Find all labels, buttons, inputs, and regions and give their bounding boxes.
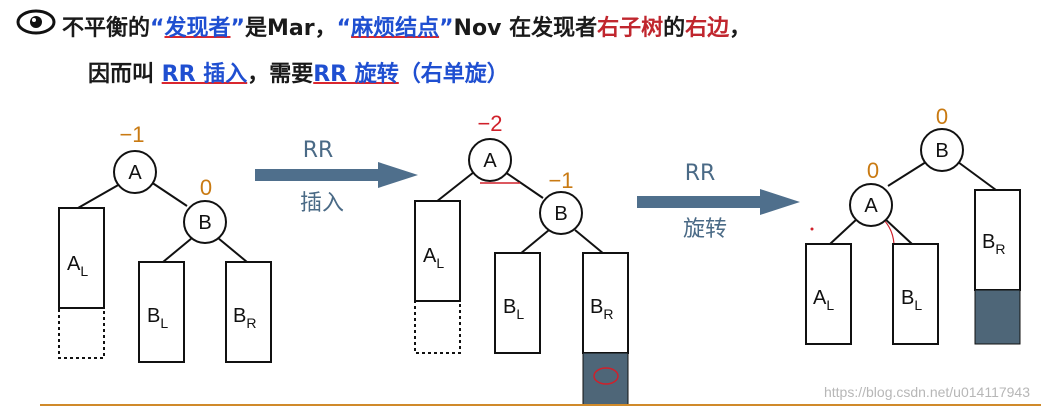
rr-rotate-arrow: RR 旋转 <box>637 161 800 242</box>
node-a <box>113 150 157 194</box>
node-b <box>920 128 964 172</box>
subtree-bl <box>138 261 185 363</box>
stage-1-tree: A −1 B 0 AL BL BR <box>58 122 272 363</box>
arrow1-label-insert: 插入 <box>300 191 344 216</box>
right-side-term: 右边 <box>685 16 730 41</box>
subtree-al <box>58 207 105 309</box>
text-segment: 的 <box>663 16 686 41</box>
text-segment: 在发现者 <box>501 16 598 41</box>
node-a <box>468 138 512 182</box>
subtree-br-label: BR <box>233 305 256 331</box>
trouble-node-term: 麻烦结点 <box>351 16 440 41</box>
quote-mark: ” <box>439 16 454 41</box>
quote-mark: “ <box>150 16 165 41</box>
discoverer-term: 发现者 <box>164 16 231 41</box>
description-line-2: 因而叫 RR 插入，需要RR 旋转（右单旋） <box>88 56 509 88</box>
subtree-br-label: BR <box>590 296 613 322</box>
inserted-node-block <box>974 289 1021 345</box>
text-segment: ， <box>729 16 752 41</box>
text-segment: 是 <box>244 16 267 41</box>
subtree-br <box>974 189 1021 291</box>
description-line-1: 不平衡的“发现者”是Mar，“麻烦结点”Nov 在发现者右子树的右边， <box>62 10 751 42</box>
balance-factor-a: −2 <box>477 111 502 136</box>
header-text: 不平衡的“发现者”是Mar，“麻烦结点”Nov 在发现者右子树的右边， 因而叫 … <box>0 0 1041 100</box>
node-a-label: A <box>128 162 142 184</box>
subtree-br <box>582 252 629 354</box>
balance-factor-a: −1 <box>119 122 144 147</box>
node-b-label: B <box>554 203 567 225</box>
inserted-node-block <box>582 352 629 406</box>
subtree-al-dotted-level <box>414 300 461 354</box>
text-segment: ，需要 <box>247 62 314 87</box>
balance-factor-b: 0 <box>936 104 948 129</box>
text-segment: ， <box>314 16 337 41</box>
node-b <box>539 191 583 235</box>
subtree-bl-label: BL <box>901 287 922 313</box>
text-segment: 因而叫 <box>88 62 162 87</box>
mar-label: Mar <box>266 16 315 41</box>
node-b-label: B <box>935 140 948 162</box>
subtree-al-dotted-level <box>58 307 105 359</box>
node-a-label: A <box>483 150 497 172</box>
text-segment: 不平衡的 <box>62 16 151 41</box>
arrow2-label-rr: RR <box>685 161 716 186</box>
subtree-bl <box>494 252 541 354</box>
subtree-bl <box>892 243 939 345</box>
subtree-al-label: AL <box>813 287 834 313</box>
node-a <box>849 183 893 227</box>
balance-factor-b: −1 <box>548 168 573 193</box>
nov-label: Nov <box>453 16 502 41</box>
quote-mark: ” <box>230 16 245 41</box>
subtree-al-label: AL <box>423 245 444 271</box>
annotation-dot <box>810 227 814 231</box>
arrow2-label-rotate: 旋转 <box>683 217 727 242</box>
right-single-rotation-note: （右单旋） <box>398 62 509 87</box>
arrow1-label-rr: RR <box>303 138 334 163</box>
balance-factor-a: 0 <box>867 158 879 183</box>
subtree-bl-label: BL <box>147 305 168 331</box>
rr-insert-arrow: RR 插入 <box>255 138 418 216</box>
subtree-al-label: AL <box>67 253 88 279</box>
subtree-br <box>225 261 272 363</box>
node-b <box>183 200 227 244</box>
annotation-mark <box>883 219 895 245</box>
subtree-al <box>414 200 461 302</box>
balance-factor-b: 0 <box>200 175 212 200</box>
rr-rotate-term: RR 旋转 <box>313 62 399 87</box>
annotation-circle <box>593 367 619 385</box>
subtree-br-label: BR <box>982 231 1005 257</box>
stage-2-tree: A −2 B −1 AL BL BR <box>414 111 629 406</box>
stage-3-tree: B 0 A 0 AL BL BR <box>805 104 1021 345</box>
node-a-label: A <box>864 195 878 217</box>
rr-insert-term: RR 插入 <box>161 62 248 87</box>
subtree-bl-label: BL <box>503 296 524 322</box>
node-b-label: B <box>198 212 211 234</box>
subtree-al <box>805 243 852 345</box>
eye-icon <box>16 9 56 35</box>
quote-mark: “ <box>336 16 352 41</box>
right-subtree-term: 右子树 <box>597 16 664 41</box>
watermark-text: https://blog.csdn.net/u014117943 <box>824 384 1030 400</box>
